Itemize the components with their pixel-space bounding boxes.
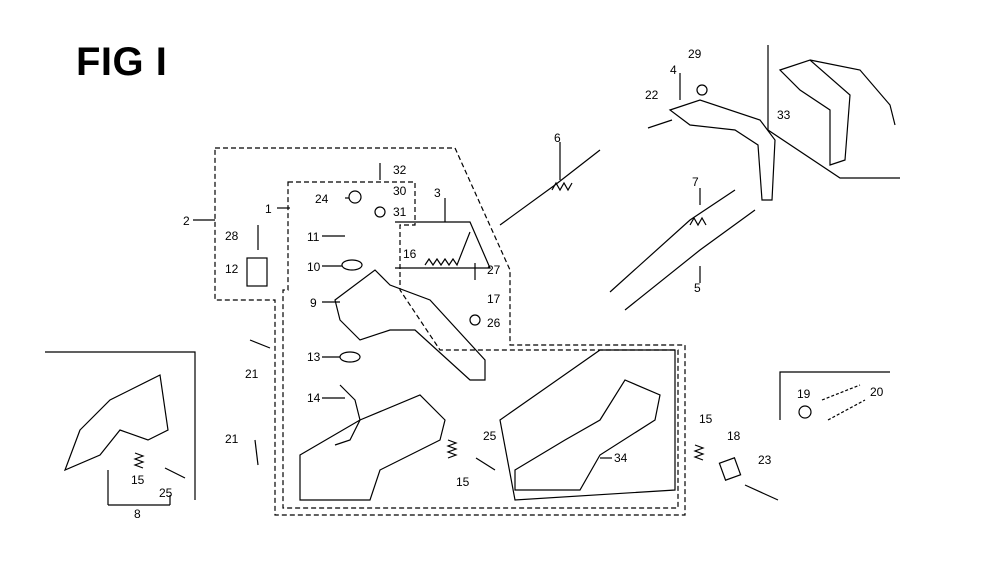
rod-7 (609, 189, 736, 293)
governor-arm-14 (334, 384, 361, 446)
nut-31 (374, 206, 386, 218)
callout-4: 4 (670, 63, 677, 77)
washer-10 (341, 259, 363, 271)
callout-6: 6 (554, 131, 561, 145)
callout-13: 13 (307, 350, 321, 364)
callout-17: 17 (487, 292, 501, 306)
callout-11: 11 (307, 230, 320, 244)
bolt-23 (744, 484, 779, 501)
callout-5: 5 (694, 281, 701, 295)
washer-13 (339, 351, 361, 363)
leader-lines (107, 73, 701, 506)
callout-27: 27 (487, 263, 501, 277)
group-outline-1 (282, 181, 679, 509)
spring-15-inset (133, 452, 145, 469)
callout-23: 23 (758, 453, 772, 467)
nut-26 (469, 314, 481, 326)
spring-7-coil (689, 216, 707, 227)
group-outline-3 (395, 221, 491, 269)
governor-bracket-14 (299, 394, 446, 501)
figure-title: FIG I (76, 40, 168, 84)
callout-1: 1 (265, 202, 272, 216)
callout-15-right: 15 (699, 412, 713, 426)
callout-9: 9 (310, 296, 317, 310)
callout-21-lower: 21 (225, 432, 239, 446)
spring-15-center (446, 439, 458, 459)
callout-32: 32 (393, 163, 407, 177)
ring-19 (798, 405, 812, 419)
inset-panel-8 (45, 351, 196, 500)
callout-28: 28 (225, 229, 239, 243)
control-plate-9 (334, 269, 486, 381)
spring-15-right (693, 444, 705, 461)
bolt-25-center (475, 457, 496, 471)
bracket-33-arm (809, 59, 896, 126)
inset-panel-19-20 (779, 371, 890, 420)
callout-20: 20 (870, 385, 884, 399)
callout-25-center: 25 (483, 429, 497, 443)
callout-15-center: 15 (456, 475, 470, 489)
callout-30: 30 (393, 184, 407, 198)
callout-12: 12 (225, 262, 239, 276)
clip-12 (246, 257, 268, 287)
bracket-8 (63, 374, 169, 472)
inset-panel-33 (767, 45, 900, 179)
bracket-33 (778, 59, 851, 166)
chain-20 (821, 384, 866, 421)
callout-34: 34 (614, 451, 628, 465)
callout-8: 8 (134, 507, 141, 521)
callout-29: 29 (688, 47, 702, 61)
group-outline-2 (214, 147, 686, 516)
callout-19: 19 (797, 387, 811, 401)
callout-22: 22 (645, 88, 659, 102)
nut-29 (696, 84, 708, 96)
group-outline-34 (499, 349, 676, 501)
callout-7: 7 (692, 175, 699, 189)
callout-10: 10 (307, 260, 321, 274)
callout-2: 2 (183, 214, 190, 228)
bracket-34 (514, 379, 661, 491)
callout-33: 33 (777, 108, 791, 122)
callout-14: 14 (307, 391, 321, 405)
bolt-25-inset (164, 467, 186, 479)
spring-6-coil (551, 181, 573, 192)
bolt-21-upper (249, 339, 271, 349)
callout-25-inset: 25 (159, 486, 173, 500)
bolt-22 (647, 119, 673, 129)
callout-3: 3 (434, 186, 441, 200)
bolt-21-lower (254, 439, 259, 466)
nut-24 (348, 190, 362, 204)
spring-16 (424, 231, 471, 267)
callout-18: 18 (727, 429, 741, 443)
arm-4 (668, 99, 776, 201)
callout-26: 26 (487, 316, 501, 330)
callout-31: 31 (393, 205, 407, 219)
callout-15-inset: 15 (131, 473, 145, 487)
rod-5 (624, 209, 756, 311)
collar-18 (718, 457, 742, 481)
rod-6 (499, 149, 601, 226)
callout-24: 24 (315, 192, 329, 206)
callout-21-upper: 21 (245, 367, 259, 381)
callout-16: 16 (403, 247, 417, 261)
